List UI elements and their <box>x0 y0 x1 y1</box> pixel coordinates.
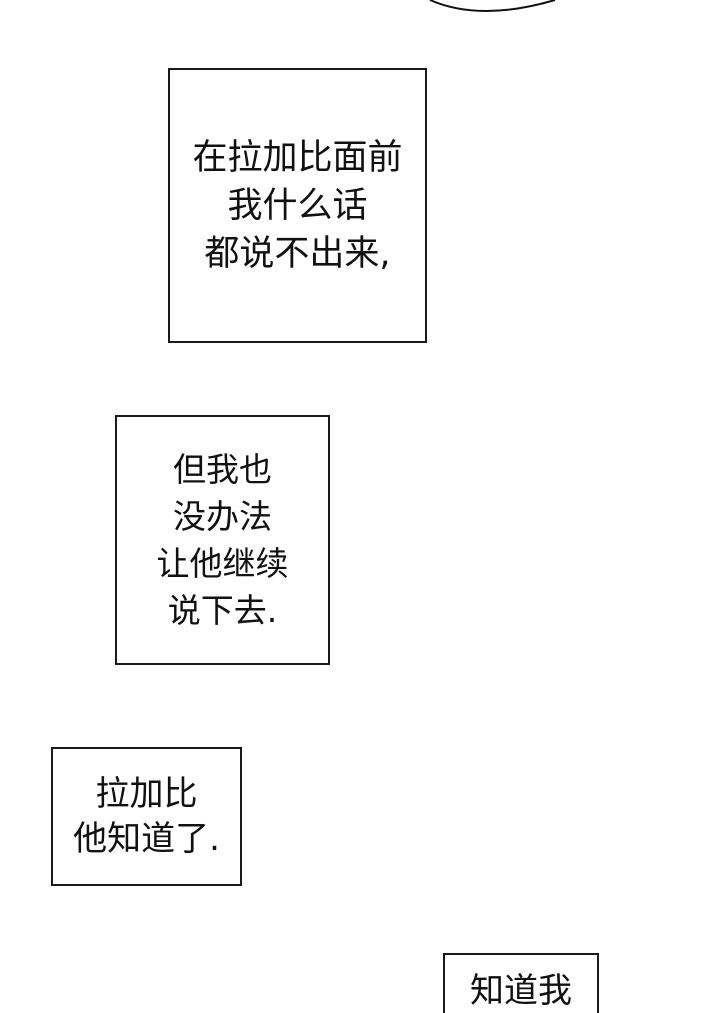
narration-box-2: 但我也 没办法 让他继续 说下去. <box>115 415 330 665</box>
narration-box-3: 拉加比 他知道了. <box>51 747 242 886</box>
narration-line: 都说不出来, <box>204 233 391 274</box>
narration-box-4: 知道我 <box>443 953 599 1013</box>
narration-line: 他知道了. <box>73 818 220 859</box>
narration-box-1: 在拉加比面前 我什么话 都说不出来, <box>168 68 427 343</box>
narration-line: 知道我 <box>470 971 572 1011</box>
narration-line: 但我也 <box>173 450 272 489</box>
narration-line: 让他继续 <box>156 544 289 583</box>
narration-line: 拉加比 <box>95 773 198 814</box>
narration-line: 没办法 <box>173 497 272 536</box>
speech-bubble-edge <box>429 0 556 12</box>
narration-line: 我什么话 <box>227 185 368 226</box>
narration-line: 说下去. <box>167 591 278 630</box>
narration-line: 在拉加比面前 <box>192 137 403 178</box>
